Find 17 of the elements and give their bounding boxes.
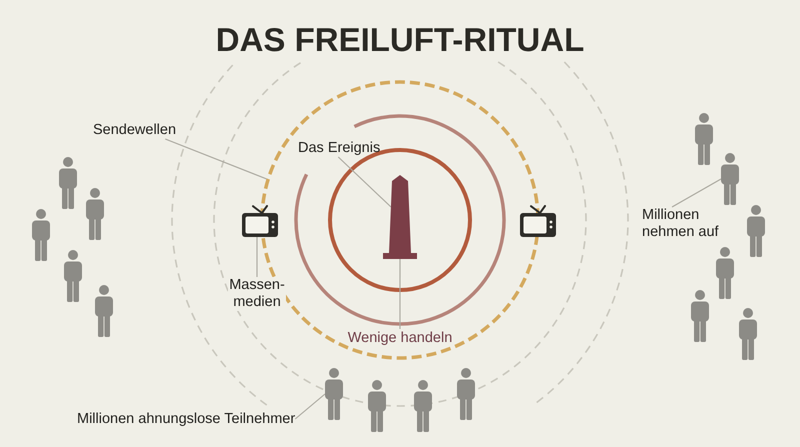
obelisk-icon — [383, 175, 417, 259]
tv-icon — [242, 205, 278, 237]
label: Millionen ahnungslose Teilnehmer — [77, 410, 296, 428]
label: Massen- medien — [228, 277, 286, 311]
label: Das Ereignis — [298, 139, 380, 157]
person-icon — [721, 153, 739, 205]
leader-line — [256, 237, 258, 277]
leader-line — [338, 156, 392, 208]
leader-line — [165, 138, 268, 180]
leader-line — [399, 259, 401, 329]
leader-line — [672, 178, 722, 208]
label: Millionen nehmen auf — [642, 207, 720, 241]
label: Sendewellen — [93, 121, 176, 139]
leader-line — [294, 394, 326, 420]
label: Wenige handeln — [348, 329, 452, 347]
person-icon — [325, 368, 343, 420]
title: DAS FREILUFT-RITUAL — [216, 22, 584, 58]
